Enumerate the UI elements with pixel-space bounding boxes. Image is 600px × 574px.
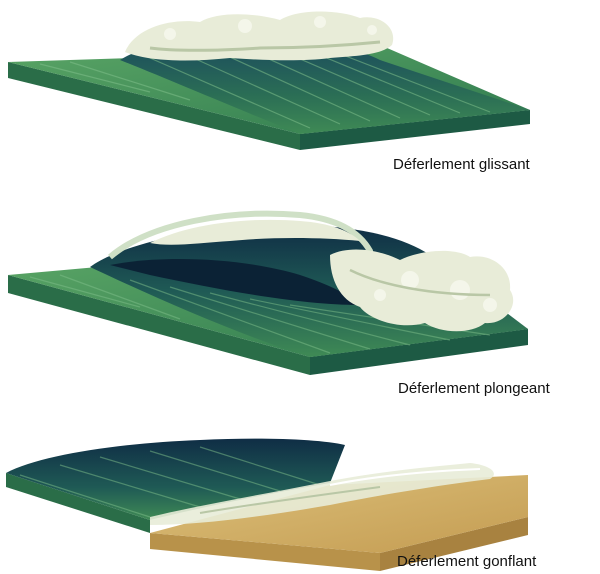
panel-plunging-breaker: Déferlement plongeant: [0, 195, 600, 410]
surging-breaker-illustration: [0, 425, 600, 574]
caption-spilling: Déferlement glissant: [393, 156, 530, 173]
panel-spilling-breaker: Déferlement glissant: [0, 0, 600, 190]
foam-crest: [125, 12, 393, 61]
caption-plunging: Déferlement plongeant: [398, 380, 550, 397]
caption-surging: Déferlement gonflant: [397, 553, 536, 570]
plunging-breaker-illustration: [0, 195, 600, 410]
panel-surging-breaker: Déferlement gonflant: [0, 425, 600, 574]
